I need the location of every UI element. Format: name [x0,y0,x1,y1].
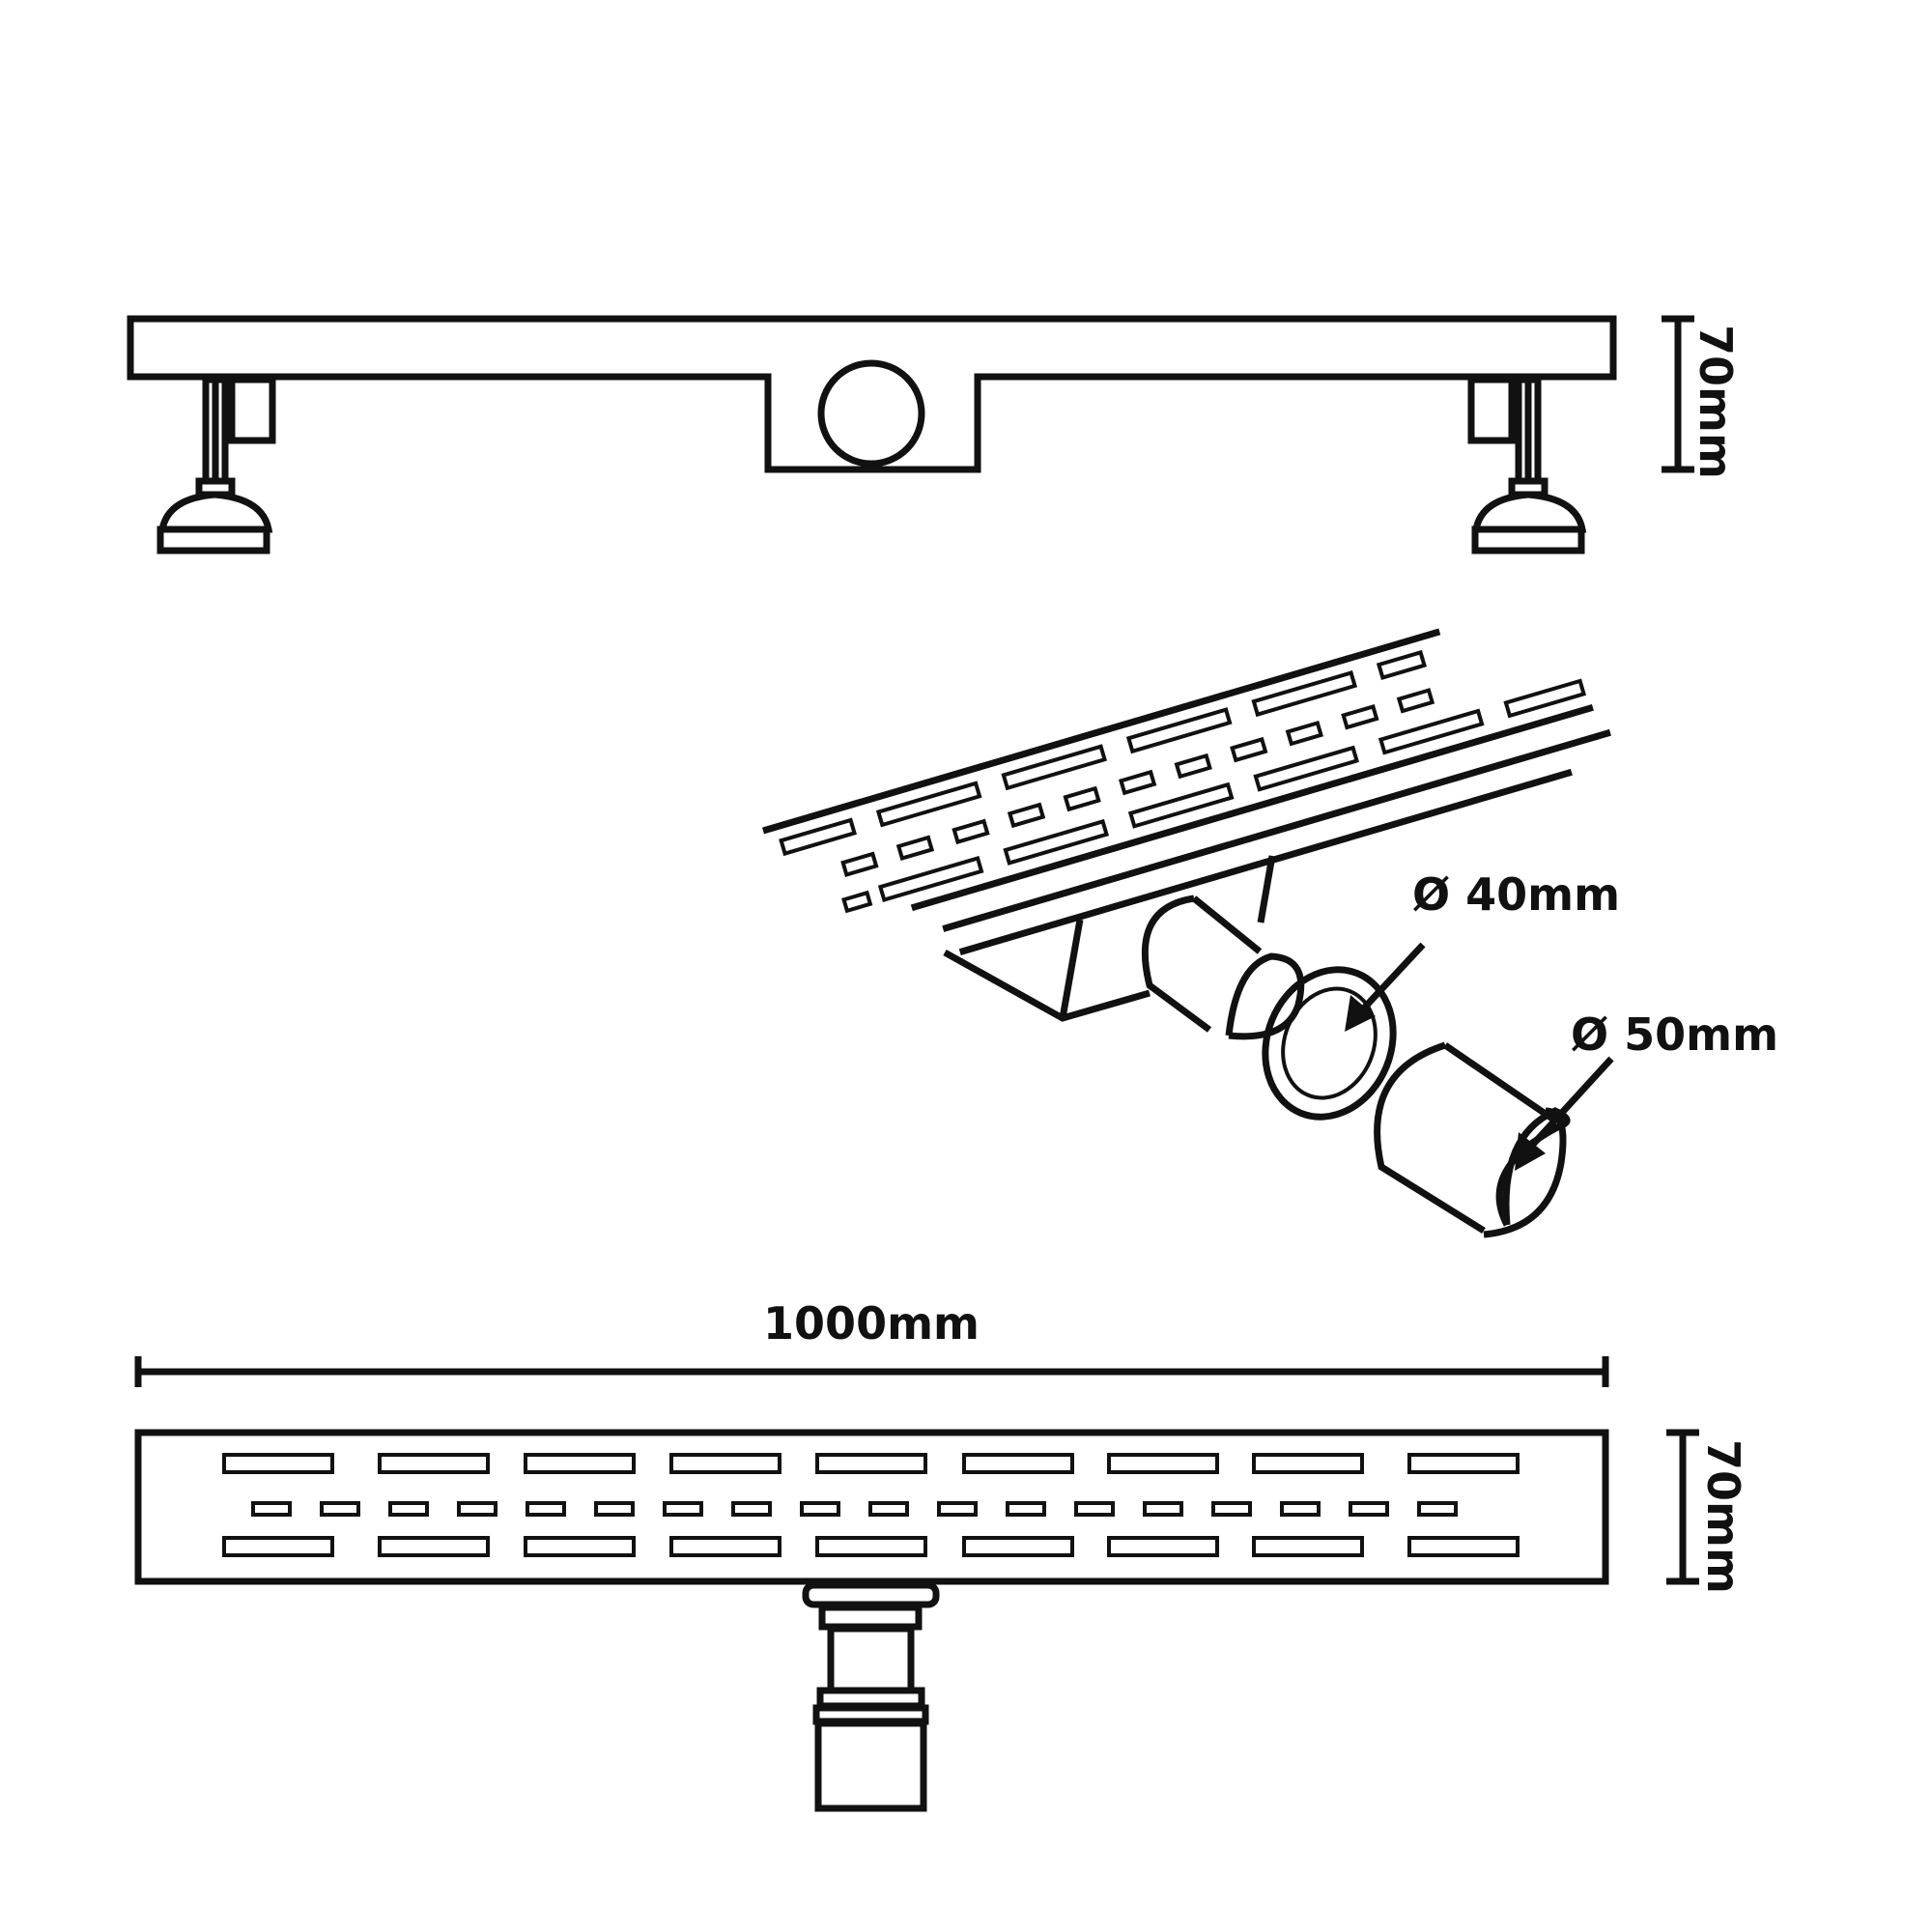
sealing-ring [1262,966,1397,1121]
short-slot [1006,1501,1046,1517]
long-slot [222,1453,334,1474]
short-slot [388,1501,429,1517]
long-slot [815,1453,927,1474]
short-slot [868,1501,909,1517]
length-dimension: 1000mm [134,1297,1609,1387]
grate-slots-top [222,1453,1520,1557]
side-height-dimension: 70mm [1662,315,1742,479]
long-slot [669,1536,781,1557]
top-height-label: 70mm [1697,1439,1749,1594]
perspective-view: Ø 40mm Ø 50mm [762,628,1778,1238]
inner-diameter-label: Ø 40mm [1412,868,1620,921]
short-slot [663,1501,703,1517]
side-height-label: 70mm [1690,325,1742,479]
short-slot [1280,1501,1321,1517]
long-slot [1252,1536,1364,1557]
short-slot [1074,1501,1115,1517]
long-slot [524,1536,636,1557]
grate-outline [134,1429,1609,1585]
long-slot [524,1453,636,1474]
short-slot [800,1501,840,1517]
long-slot [222,1536,334,1557]
long-slot [1107,1536,1219,1557]
top-view: 1000mm 70mm [134,1297,1749,1812]
left-adjustable-foot [156,376,276,554]
long-slot [962,1536,1074,1557]
long-slot [669,1453,781,1474]
long-slot [378,1536,490,1557]
short-slot [526,1501,566,1517]
short-slot [251,1501,292,1517]
short-slot [1349,1501,1389,1517]
short-slot [1417,1501,1458,1517]
long-slot [815,1536,927,1557]
long-slot [378,1453,490,1474]
perspective-grate [762,628,1611,955]
channel-trough [943,919,1151,1022]
right-adjustable-foot [1467,376,1587,554]
outlet-pipe [1141,895,1305,1040]
outer-diameter-label: Ø 50mm [1571,1009,1778,1061]
short-slot [457,1501,497,1517]
channel-body-outline [127,315,1617,473]
side-view: 70mm [127,315,1742,554]
short-slot [1143,1501,1183,1517]
outlet-circle [817,359,925,468]
long-slot [1407,1453,1520,1474]
short-slot [1211,1501,1252,1517]
long-slot [1407,1536,1520,1557]
short-slot [731,1501,772,1517]
short-slot [937,1501,978,1517]
length-label: 1000mm [763,1297,980,1350]
long-slot [962,1453,1074,1474]
outer-diameter-callout: Ø 50mm [1515,1009,1778,1171]
short-slot [594,1501,635,1517]
outlet-below [802,1581,940,1812]
inner-diameter-callout: Ø 40mm [1345,868,1620,1032]
top-height-dimension: 70mm [1666,1429,1749,1594]
long-slot [1252,1453,1364,1474]
short-slot [320,1501,360,1517]
grate-slots [779,649,1587,914]
long-slot [1107,1453,1219,1474]
